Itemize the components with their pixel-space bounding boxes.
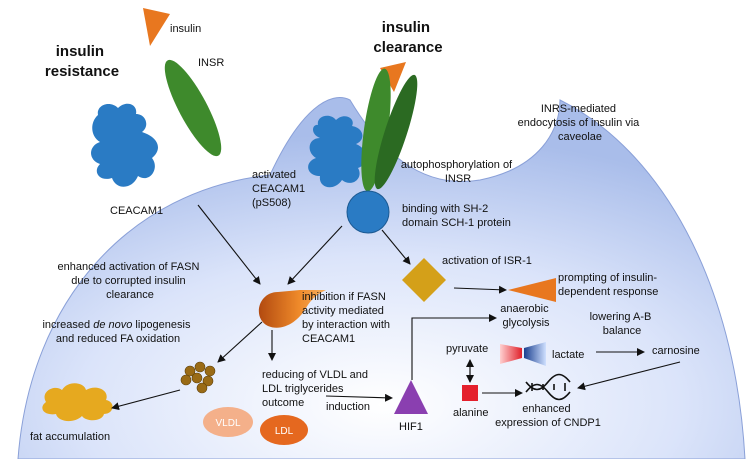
fasn-enzyme-icon (258, 290, 326, 328)
arrow-droplets-fat (111, 389, 181, 411)
label-alanine: alanine (453, 407, 488, 419)
ldh-blue-icon (524, 342, 546, 366)
label-ldl: LDL (275, 426, 294, 437)
label-activation-isr1: activation of ISR-1 (442, 255, 532, 267)
label-endocytosis: INRS-mediated endocytosis of insulin via… (518, 103, 643, 143)
label-vldl: VLDL (215, 418, 240, 429)
label-cndp1: enhanced expression of CNDP1 (495, 403, 601, 429)
label-insulin: insulin (170, 23, 201, 35)
arrow-hif1-glycolysis (411, 314, 497, 380)
arrow-isr1-response (453, 285, 507, 294)
label-inhibition-fasn: inhibition if FASN activity mediated by … (302, 291, 393, 345)
hif1-triangle-icon (394, 380, 428, 414)
binding-circle-icon (346, 190, 390, 234)
heading-insulin-resistance: insulin resistance (45, 43, 119, 80)
insulin-bound-icon (380, 62, 406, 92)
insr-receptor-icon (164, 59, 222, 157)
heading-insulin-clearance: insulin clearance (373, 19, 442, 56)
label-lipogenesis: increased de novo lipogenesis and reduce… (42, 319, 193, 345)
arrow-induction-hif1 (325, 393, 393, 402)
arrow-fasn-droplets (217, 321, 263, 363)
lipid-droplets-icon (180, 361, 216, 394)
label-binding: binding with SH-2 domain SCH-1 protein (402, 203, 511, 229)
isr1-diamond-icon (402, 258, 446, 302)
label-lactate: lactate (552, 349, 584, 361)
label-ceacam1: CEACAM1 (110, 205, 163, 217)
ldh-red-icon (500, 344, 522, 364)
label-enhanced-fasn: enhanced activation of FASN due to corru… (58, 261, 203, 301)
label-prompting: prompting of insulin- dependent response (558, 272, 660, 298)
label-induction: induction (326, 401, 370, 413)
vldl-particle-icon (203, 407, 253, 437)
insulin-icon (143, 8, 170, 46)
arrow-carnosine-dna (577, 361, 681, 391)
label-anaerobic: anaerobic glycolysis (500, 303, 551, 329)
dna-icon (525, 373, 571, 401)
label-carnosine: carnosine (652, 345, 700, 357)
insr-left-icon (361, 68, 391, 192)
label-autophosphorylation: autophosphorylation of INSR (401, 159, 515, 185)
label-vldl-ldl: reducing of VLDL and LDL triglycerides o… (262, 369, 371, 409)
label-activated-ceacam1: activated CEACAM1 (pS508) (252, 169, 308, 209)
arrows (111, 204, 681, 411)
arrow-binding-isr1 (381, 229, 411, 265)
arrow-ceacam1-fasn (197, 204, 261, 285)
label-insr: INSR (198, 57, 224, 69)
ldl-particle-icon (260, 415, 308, 445)
alanine-square-icon (462, 385, 478, 401)
label-pyruvate: pyruvate (446, 343, 488, 355)
label-lowering: lowering A-B balance (590, 311, 655, 337)
label-fat-accumulation: fat accumulation (30, 431, 110, 443)
response-triangle-icon (508, 278, 556, 302)
arrow-binding-fasn (287, 225, 343, 285)
fat-accumulation-icon (42, 383, 113, 422)
activated-ceacam1-icon (308, 115, 367, 188)
ceacam1-receptor-icon (91, 103, 158, 187)
insr-right-icon (374, 74, 418, 190)
label-hif1: HIF1 (399, 421, 423, 433)
